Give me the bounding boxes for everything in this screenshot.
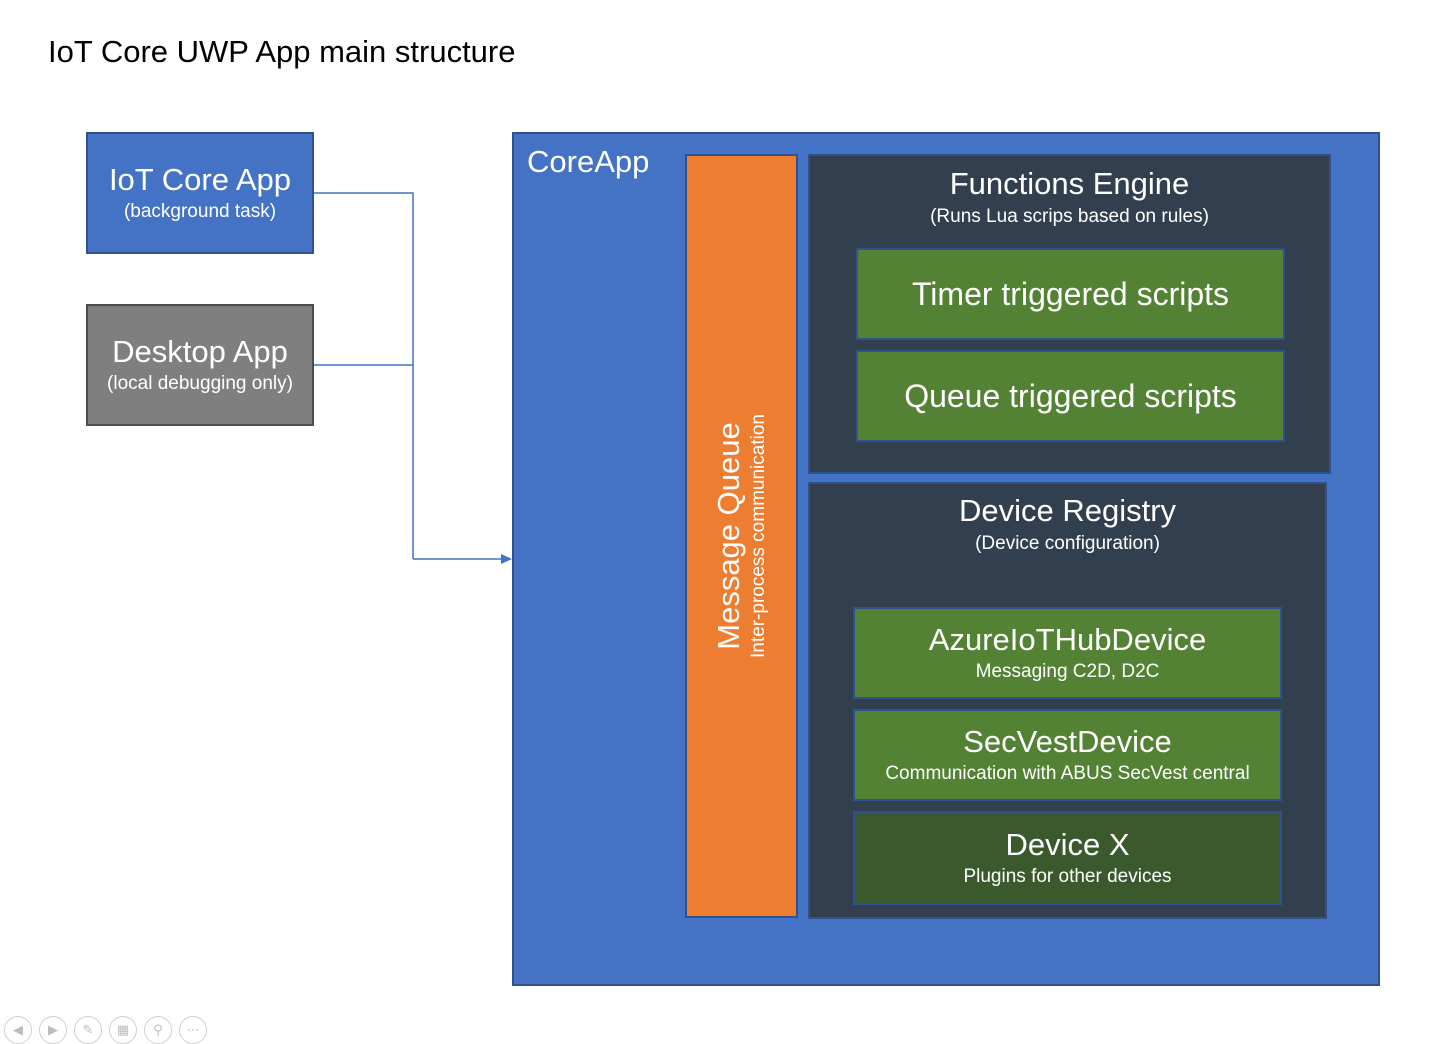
desktop-app-title: Desktop App: [112, 334, 288, 370]
zoom-icon[interactable]: ⚲: [144, 1016, 172, 1044]
device-x-title: Device X: [1005, 826, 1130, 862]
page-title: IoT Core UWP App main structure: [48, 34, 516, 69]
functions-engine-header: Functions Engine (Runs Lua scrips based …: [808, 166, 1331, 228]
desktop-app-box: Desktop App (local debugging only): [86, 304, 314, 426]
functions-engine-title: Functions Engine: [949, 166, 1190, 201]
azure-iot-hub-device-subtitle: Messaging C2D, D2C: [975, 661, 1160, 683]
previous-icon[interactable]: ◀: [4, 1016, 32, 1044]
message-queue-title: Message Queue: [710, 422, 746, 650]
azure-iot-hub-device-title: AzureIoTHubDevice: [928, 621, 1207, 657]
device-x-subtitle: Plugins for other devices: [963, 866, 1172, 888]
device-x-box: Device X Plugins for other devices: [853, 811, 1282, 905]
secvest-device-title: SecVestDevice: [963, 723, 1172, 759]
arrowhead-icon: [501, 554, 512, 564]
timer-triggered-scripts-label: Timer triggered scripts: [911, 275, 1230, 312]
message-queue-text: Message Queue Inter-process communicatio…: [686, 236, 796, 836]
slides-icon[interactable]: ▦: [109, 1016, 137, 1044]
more-icon[interactable]: ⋯: [179, 1016, 207, 1044]
slideshow-controls: ◀ ▶ ✎ ▦ ⚲ ⋯: [4, 1016, 207, 1044]
timer-triggered-scripts-box: Timer triggered scripts: [856, 248, 1285, 340]
message-queue-subtitle: Inter-process communication: [748, 414, 770, 658]
device-registry-subtitle: (Device configuration): [975, 532, 1160, 554]
next-icon[interactable]: ▶: [39, 1016, 67, 1044]
iot-core-app-title: IoT Core App: [108, 162, 292, 198]
queue-triggered-scripts-box: Queue triggered scripts: [856, 350, 1285, 442]
secvest-device-box: SecVestDevice Communication with ABUS Se…: [853, 709, 1282, 801]
azure-iot-hub-device-box: AzureIoTHubDevice Messaging C2D, D2C: [853, 607, 1282, 699]
connector-line-iot: [314, 192, 414, 559]
core-app-label: CoreApp: [527, 144, 650, 179]
iot-core-app-subtitle: (background task): [123, 200, 277, 222]
secvest-device-subtitle: Communication with ABUS SecVest central: [885, 763, 1250, 785]
queue-triggered-scripts-label: Queue triggered scripts: [904, 377, 1237, 414]
desktop-app-subtitle: (local debugging only): [107, 372, 293, 394]
device-registry-title: Device Registry: [958, 493, 1177, 528]
device-registry-header: Device Registry (Device configuration): [808, 493, 1327, 555]
message-queue-box: [685, 154, 798, 918]
functions-engine-subtitle: (Runs Lua scrips based on rules): [930, 205, 1209, 227]
iot-core-app-box: IoT Core App (background task): [86, 132, 314, 254]
pen-icon[interactable]: ✎: [74, 1016, 102, 1044]
